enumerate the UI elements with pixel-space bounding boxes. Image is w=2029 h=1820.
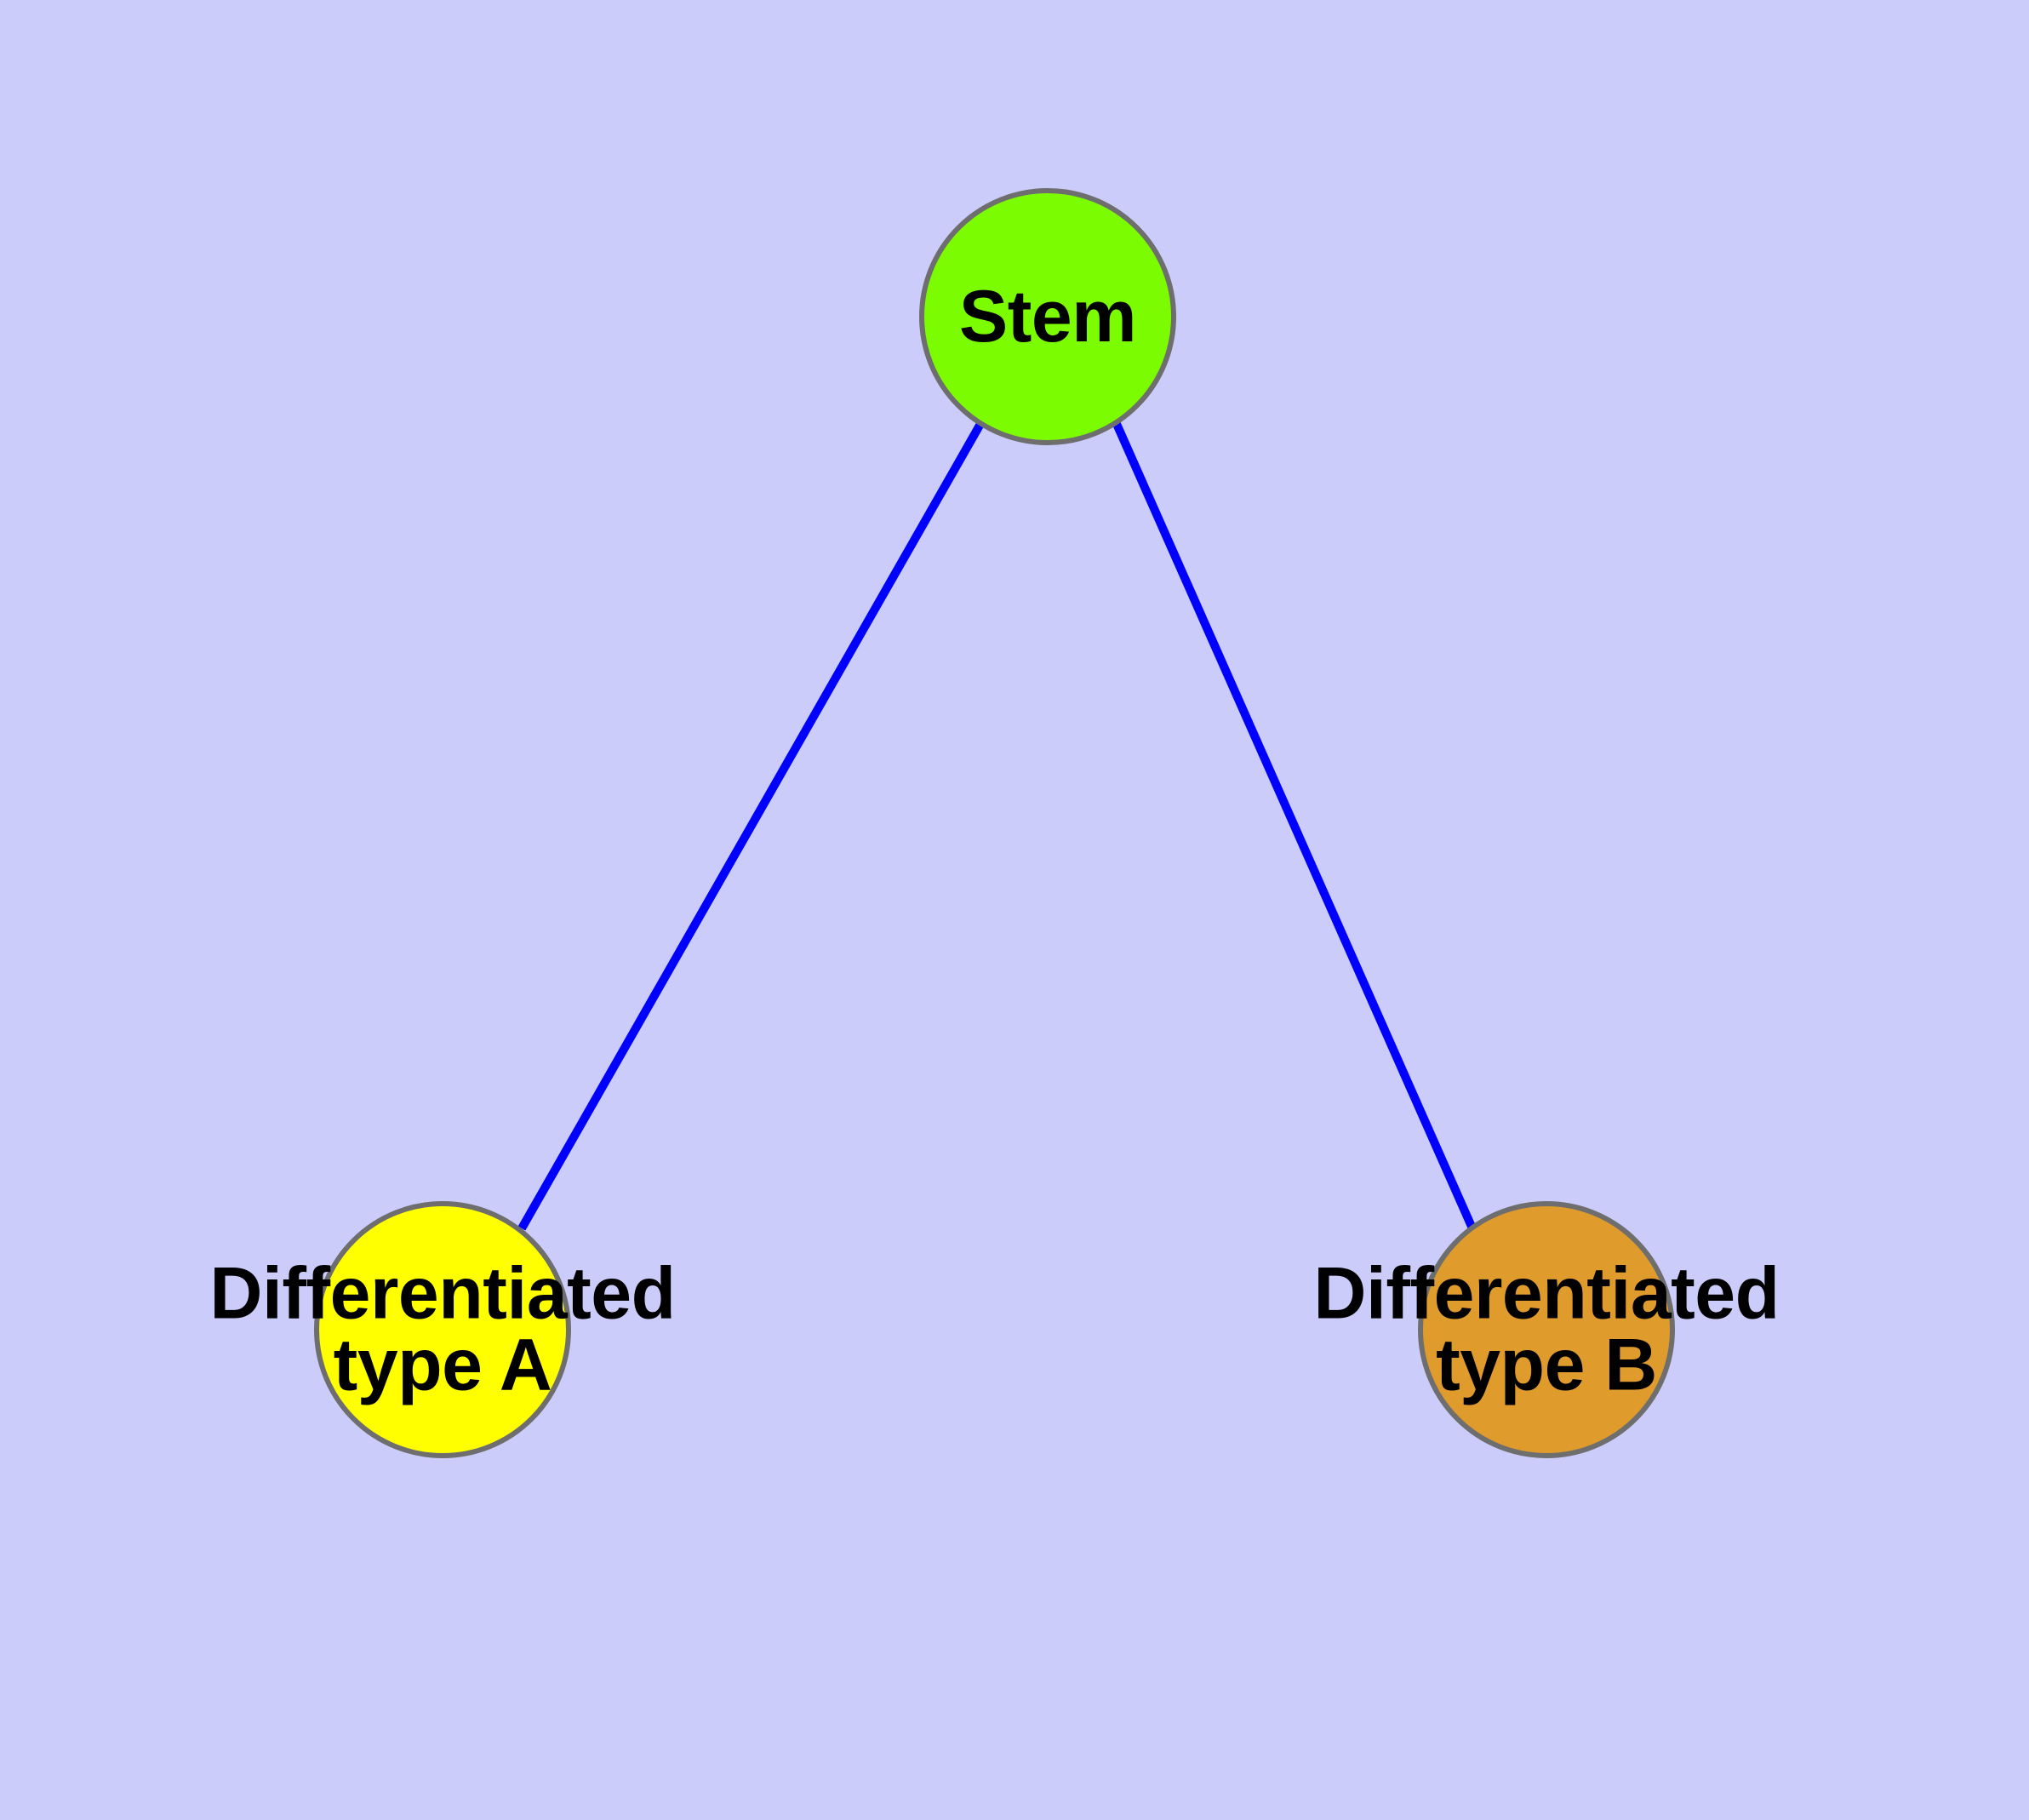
edge-stem-to-diff-b[interactable] [1112, 421, 1477, 1231]
node-layer [314, 188, 1675, 1458]
node-circle-stem[interactable] [919, 188, 1176, 445]
edge-stem-to-diff-a[interactable] [517, 421, 985, 1231]
edge-layer [517, 421, 1477, 1231]
node-circle-diff-b[interactable] [1418, 1201, 1675, 1458]
node-circle-diff-a[interactable] [314, 1201, 571, 1458]
